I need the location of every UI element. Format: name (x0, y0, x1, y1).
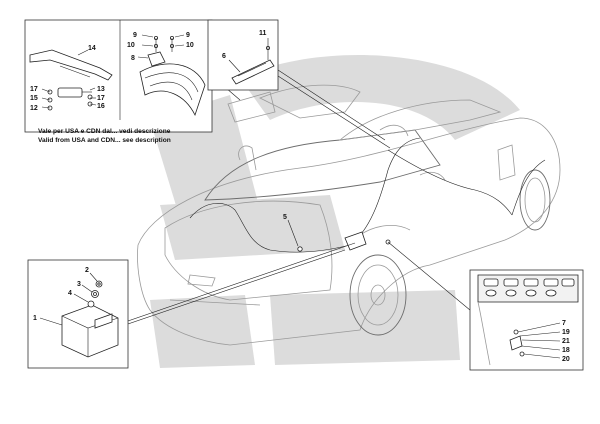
callout-5: 5 (283, 214, 287, 221)
inset-bottom-left: 2 3 4 1 (27, 259, 129, 369)
inset-bottom-right: 7 19 21 18 20 (469, 269, 584, 371)
callout-12: 12 (30, 105, 38, 112)
callout-8: 8 (131, 55, 135, 62)
callout-13: 13 (97, 86, 105, 93)
bracket-part (29, 49, 113, 81)
callout-9: 9 (133, 32, 137, 39)
callout-10: 10 (127, 42, 135, 49)
callout-19: 19 (562, 329, 570, 336)
sensor-part (57, 87, 83, 98)
callout-20: 20 (562, 356, 570, 363)
callout-3: 3 (77, 281, 81, 288)
watermark-logo (150, 54, 520, 368)
callout-15: 15 (30, 95, 38, 102)
callout-9b: 9 (186, 32, 190, 39)
caption-italian: Vale per USA e CDN dal... vedi descrizio… (38, 128, 171, 135)
callout-16: 16 (97, 103, 105, 110)
antenna-module-part (231, 59, 275, 85)
callout-17b: 17 (97, 95, 105, 102)
caption-english: Valid from USA and CDN... see descriptio… (38, 137, 171, 144)
inset-top-left: 14 17 15 12 13 17 16 9 10 8 9 10 Vale pe… (24, 19, 213, 144)
callout-14: 14 (88, 45, 96, 52)
callout-2: 2 (85, 267, 89, 274)
car-outline (137, 84, 561, 346)
callout-7: 7 (562, 320, 566, 327)
inset-top-left-frame (24, 19, 213, 133)
callout-11: 11 (259, 30, 267, 37)
callout-6: 6 (222, 53, 226, 60)
callout-18: 18 (562, 347, 570, 354)
callout-10b: 10 (186, 42, 194, 49)
wheel-arch-part (139, 63, 206, 117)
inset-top-mid: 11 6 (207, 19, 279, 91)
callout-4: 4 (68, 290, 72, 297)
callout-17: 17 (30, 86, 38, 93)
callout-1: 1 (33, 315, 37, 322)
callout-21: 21 (562, 338, 570, 345)
